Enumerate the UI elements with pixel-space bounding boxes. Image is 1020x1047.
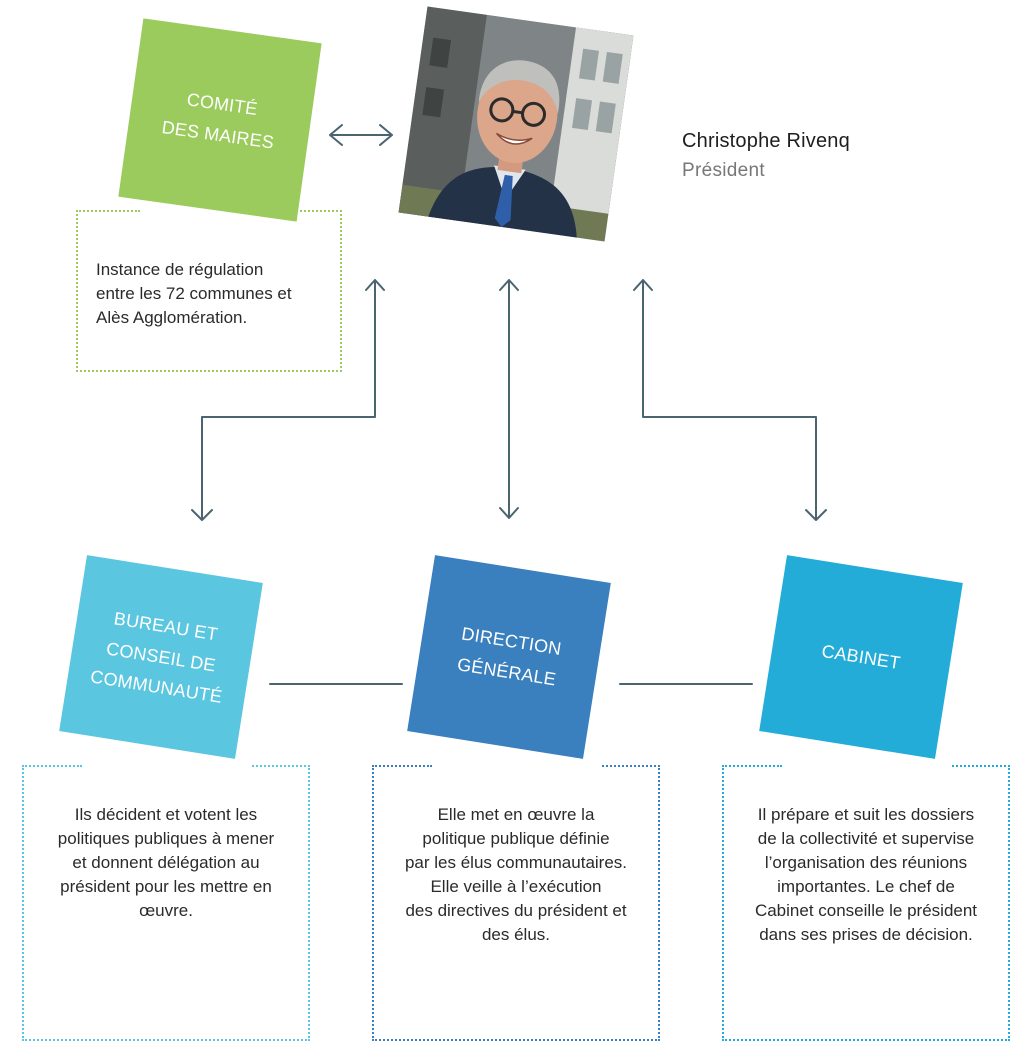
bureau-description-frame: Ils décident et votent les politiques pu… [22, 765, 310, 1041]
president-name: Christophe Rivenq [682, 130, 850, 152]
direction-label: DIRECTION GÉNÉRALE [455, 623, 563, 690]
president-portrait [398, 6, 634, 242]
direction-generale-box: DIRECTION GÉNÉRALE [407, 555, 611, 759]
comite-description: Instance de régulation entre les 72 comm… [96, 260, 292, 327]
president-photo [398, 6, 634, 242]
direction-description-frame: Elle met en œuvre la politique publique … [372, 765, 660, 1041]
cabinet-box: CABINET [759, 555, 963, 759]
cabinet-description-frame: Il prépare et suit les dossiers de la co… [722, 765, 1010, 1041]
comite-des-maires-box: COMITÉ DES MAIRES [118, 18, 322, 222]
arrow-president-direction [499, 279, 519, 519]
arrow-president-cabinet [633, 279, 827, 521]
president-title: Président [682, 160, 765, 181]
bureau-conseil-box: BUREAU ET CONSEIL DE COMMUNAUTÉ [59, 555, 263, 759]
bureau-label: BUREAU ET CONSEIL DE COMMUNAUTÉ [89, 608, 224, 708]
cabinet-label: CABINET [820, 640, 902, 673]
arrow-president-bureau [191, 279, 385, 521]
comite-label: COMITÉ DES MAIRES [160, 89, 276, 153]
comite-description-frame: Instance de régulation entre les 72 comm… [76, 210, 342, 372]
bureau-description: Ils décident et votent les politiques pu… [57, 805, 275, 920]
cabinet-description: Il prépare et suit les dossiers de la co… [754, 805, 978, 944]
arrow-comite-president [329, 124, 393, 146]
direction-description: Elle met en œuvre la politique publique … [404, 805, 628, 944]
